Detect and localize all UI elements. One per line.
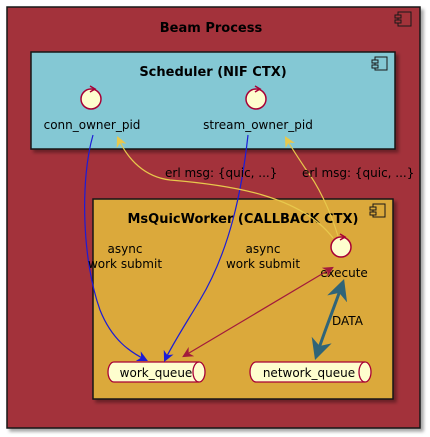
async-label-1: async [108, 242, 143, 256]
control-icon [80, 88, 102, 110]
erl-msg-label-2: erl msg: {quic, ...} [302, 166, 414, 180]
control-icon [245, 88, 267, 110]
work-queue-node: work_queue [107, 361, 206, 383]
erl-msg-label-1: erl msg: {quic, ...} [165, 166, 277, 180]
stream-owner-pid-node: stream_owner_pid [203, 85, 313, 132]
component-icon [394, 11, 412, 27]
control-icon [330, 236, 352, 258]
network-queue-label: network_queue [263, 366, 355, 380]
execute-label: execute [320, 266, 368, 280]
arrow-conn-to-work-queue [84, 134, 148, 361]
async-label-2: async [246, 242, 281, 256]
component-icon [371, 56, 388, 71]
component-icon [369, 203, 386, 218]
arrow-data-execute-network-queue [311, 279, 348, 360]
conn-owner-pid-label: conn_owner_pid [44, 118, 141, 132]
data-label: DATA [332, 314, 364, 328]
stream-owner-pid-label: stream_owner_pid [203, 118, 313, 132]
work-submit-label-2: work submit [226, 257, 300, 271]
network-queue-node: network_queue [249, 361, 372, 383]
beam-process-title: Beam Process [160, 21, 263, 36]
msquic-worker-title: MsQuicWorker (CALLBACK CTX) [127, 212, 358, 227]
work-queue-label: work_queue [120, 366, 193, 380]
scheduler-title: Scheduler (NIF CTX) [139, 65, 286, 80]
conn-owner-pid-node: conn_owner_pid [44, 85, 141, 132]
arrow-execute-work-queue [182, 266, 334, 358]
arrow-execute-to-conn [116, 136, 334, 239]
work-submit-label-1: work submit [88, 257, 162, 271]
arrow-execute-to-stream [284, 136, 339, 237]
